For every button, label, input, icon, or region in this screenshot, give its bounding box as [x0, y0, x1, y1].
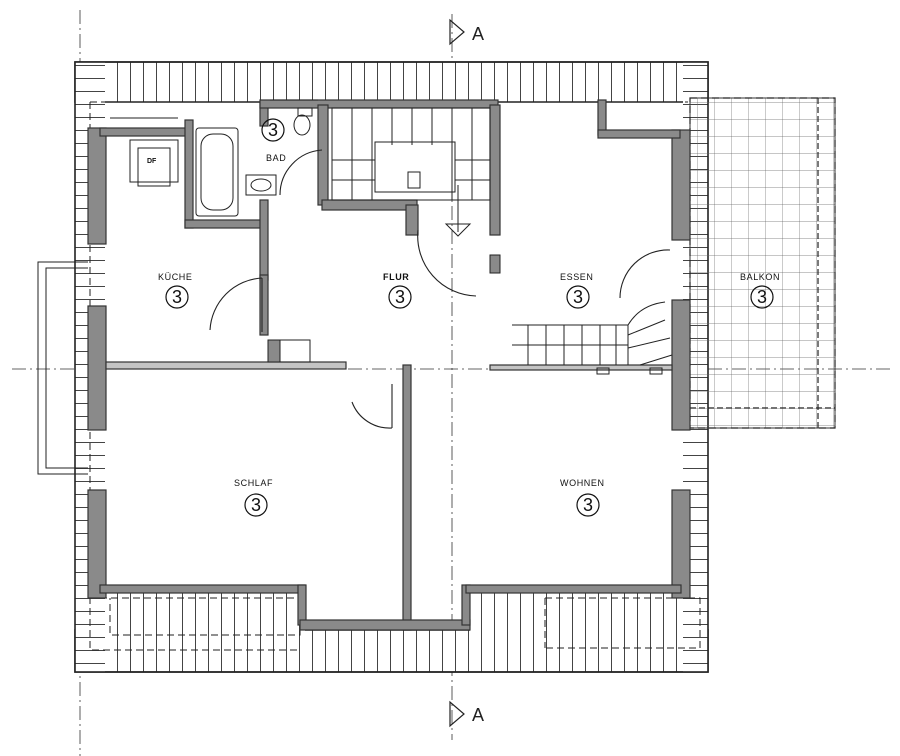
- balcony: [689, 97, 836, 429]
- room-number-balkon: 3: [757, 287, 767, 307]
- bathroom-fixtures: [195, 107, 313, 217]
- room-number-schlaf: 3: [251, 495, 261, 515]
- walls: [87, 99, 691, 631]
- section-marker-top: A: [449, 18, 484, 46]
- room-label-essen: ESSEN: [560, 272, 594, 282]
- room-number-circle: [750, 285, 774, 309]
- dryer-label: DF: [147, 158, 157, 165]
- doors: [209, 149, 671, 429]
- room-number-wohnen: 3: [583, 495, 593, 515]
- room-balkon: BALKON 3: [740, 272, 780, 309]
- room-number-essen: 3: [573, 287, 583, 307]
- room-number-circle: [244, 493, 268, 517]
- room-label-flur: FLUR: [383, 272, 409, 282]
- stairs: [331, 107, 673, 366]
- room-number-circle: [566, 285, 590, 309]
- windows: [37, 99, 318, 475]
- section-marker-bottom: A: [449, 700, 484, 728]
- room-number-bad: 3: [268, 120, 278, 140]
- room-label-wohnen: WOHNEN: [560, 478, 605, 488]
- eave-lines: [89, 101, 701, 651]
- room-wohnen: WOHNEN 3: [560, 478, 605, 517]
- room-label-balkon: BALKON: [740, 272, 780, 282]
- room-bad: BAD 3: [261, 118, 286, 163]
- room-label-schlaf: SCHLAF: [234, 478, 273, 488]
- room-number-circle: [388, 285, 412, 309]
- room-flur: FLUR 3: [383, 272, 412, 309]
- room-schlaf: SCHLAF 3: [234, 478, 273, 517]
- room-number-circle: [261, 118, 285, 142]
- kitchen-fixtures: [129, 139, 663, 375]
- room-number-flur: 3: [395, 287, 405, 307]
- room-label-bad: BAD: [266, 153, 286, 163]
- room-label-kueche: KÜCHE: [158, 272, 193, 282]
- room-kueche: KÜCHE 3: [158, 272, 193, 309]
- room-number-kueche: 3: [172, 287, 182, 307]
- room-number-circle: [165, 285, 189, 309]
- room-number-circle: [576, 493, 600, 517]
- section-mark-top-label: A: [472, 24, 484, 44]
- section-mark-bottom-label: A: [472, 705, 484, 725]
- room-essen: ESSEN 3: [560, 272, 594, 309]
